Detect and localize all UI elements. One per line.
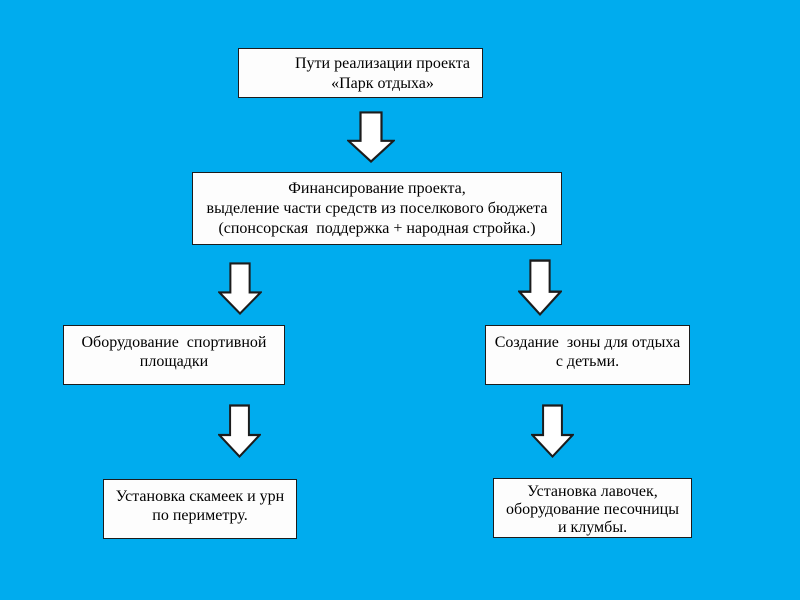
flow-box-line: Создание зоны для отдыха [494, 334, 681, 351]
down-arrow-icon [218, 262, 262, 315]
flow-box-project-title: Пути реализации проекта «Парк отдыха» [238, 48, 483, 98]
flow-box-line: Установка лавочек, [527, 483, 658, 500]
flow-box-line: Пути реализации проекта [294, 55, 470, 72]
down-arrow-icon [531, 404, 574, 458]
flow-box-sandbox-flowerbeds: Установка лавочек, оборудование песочниц… [493, 478, 692, 538]
flow-box-benches-bins: Установка скамеек и урн по периметру. [103, 479, 297, 539]
flow-box-line: по периметру. [152, 507, 248, 524]
flow-box-line: с детьми. [555, 353, 620, 370]
flow-box-line: Установка скамеек и урн [115, 488, 285, 505]
flow-box-sport-ground: Оборудование спортивной площадки [63, 325, 285, 385]
down-arrow-icon [218, 404, 261, 458]
flow-box-financing: Финансирование проекта, выделение части … [192, 172, 562, 245]
flow-box-line: (спонсорская поддержка + народная стройк… [218, 220, 536, 237]
down-arrow-icon [347, 111, 395, 163]
flow-box-line: Финансирование проекта, [288, 180, 466, 197]
flow-box-children-zone: Создание зоны для отдыха с детьми. [485, 325, 690, 385]
flow-box-line: и клумбы. [557, 519, 628, 536]
flow-box-line: площадки [139, 353, 209, 370]
down-arrow-icon [518, 259, 562, 316]
flow-box-line: «Парк отдыха» [331, 75, 434, 92]
flow-box-line: Оборудование спортивной [81, 334, 267, 351]
flow-box-line: оборудование песочницы [506, 501, 679, 518]
flow-box-line: выделение части средств из поселкового б… [206, 200, 548, 217]
